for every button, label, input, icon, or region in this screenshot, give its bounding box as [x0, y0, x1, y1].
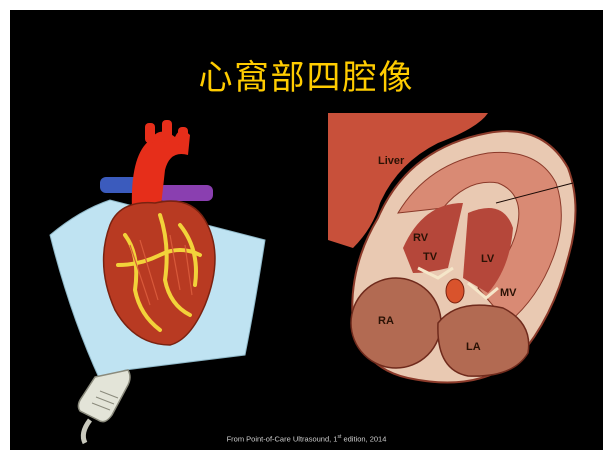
- right-atrium: [351, 278, 441, 368]
- credit-prefix: From Point-of-Care Ultrasound, 1: [227, 435, 338, 444]
- four-chamber-illustration: Liver RV TV LV MV RA LA: [328, 108, 583, 393]
- left-atrium: [438, 305, 529, 376]
- label-lv: LV: [481, 253, 495, 265]
- slide-title: 心窩部四腔像: [10, 50, 603, 99]
- aorta-branch: [145, 123, 155, 143]
- label-mv: MV: [500, 287, 517, 299]
- source-credit: From Point-of-Care Ultrasound, 1st editi…: [10, 434, 603, 444]
- slide: 心窩部四腔像: [10, 10, 603, 450]
- credit-suffix: edition, 2014: [341, 435, 386, 444]
- label-la: LA: [466, 341, 481, 353]
- label-ra: RA: [378, 315, 394, 327]
- pulmonary-vein-right: [158, 185, 213, 201]
- heart-probe-illustration: [40, 115, 285, 445]
- aortic-valve: [446, 279, 464, 303]
- label-tv: TV: [423, 251, 438, 263]
- ultrasound-probe: [78, 370, 130, 422]
- label-liver: Liver: [378, 155, 405, 167]
- aorta-branch-3: [178, 127, 188, 147]
- label-rv: RV: [413, 232, 429, 244]
- aorta-branch-2: [162, 120, 172, 142]
